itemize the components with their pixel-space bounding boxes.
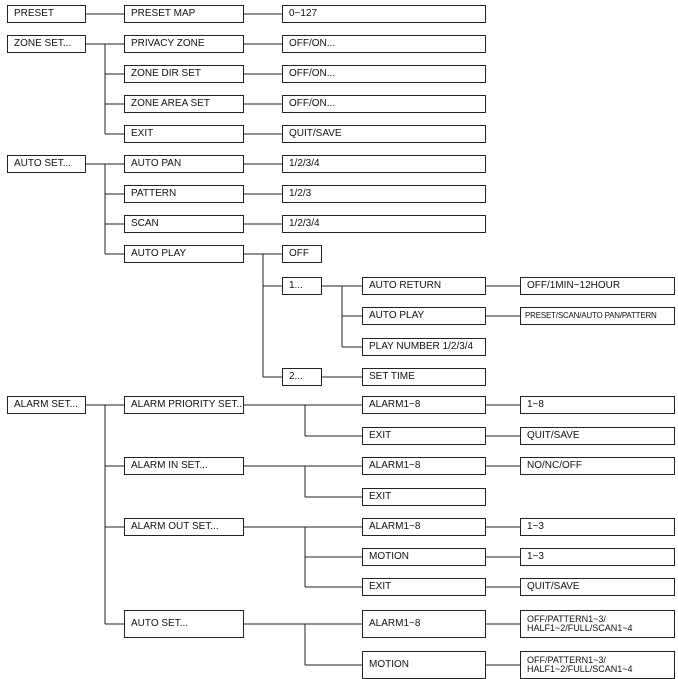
alarm-in-alarm-node: ALARM1~8 (362, 457, 486, 475)
preset-node: PRESET (7, 5, 86, 23)
alarm-out-motion-node: MOTION (362, 548, 486, 566)
preset-range-node: 0~127 (282, 5, 486, 23)
alarm-out-set-node: ALARM OUT SET... (124, 518, 244, 536)
scan-node: SCAN (124, 215, 244, 233)
pattern-value-node: 1/2/3 (282, 185, 486, 203)
zone-area-set-node: ZONE AREA SET (124, 95, 244, 113)
privacy-zone-node: PRIVACY ZONE (124, 35, 244, 53)
preset-map-node: PRESET MAP (124, 5, 244, 23)
auto-set-motion-value-line-1: OFF/PATTERN1~3/ (527, 654, 606, 665)
scan-value-node: 1/2/3/4 (282, 215, 486, 233)
auto-set-alarm-value-node: OFF/PATTERN1~3/ HALF1~2/FULL/SCAN1~4 (520, 610, 675, 638)
auto-set-motion-value-node: OFF/PATTERN1~3/ HALF1~2/FULL/SCAN1~4 (520, 651, 675, 679)
privacy-zone-value-node: OFF/ON... (282, 35, 486, 53)
alarm-priority-alarm-node: ALARM1~8 (362, 396, 486, 414)
auto-play-sub-value-node: PRESET/SCAN/AUTO PAN/PATTERN (520, 307, 675, 325)
alarm-in-exit-node: EXIT (362, 488, 486, 506)
play-number-node: PLAY NUMBER 1/2/3/4 (362, 338, 486, 356)
auto-set-node: AUTO SET... (7, 155, 86, 173)
alarm-set-node: ALARM SET... (7, 396, 86, 414)
pattern-node: PATTERN (124, 185, 244, 203)
auto-play-2-node: 2... (282, 368, 322, 386)
zone-dir-value-node: OFF/ON... (282, 65, 486, 83)
auto-return-value-node: OFF/1MIN~12HOUR (520, 277, 675, 295)
auto-play-sub-node: AUTO PLAY (362, 307, 486, 325)
alarm-out-motion-value-node: 1~3 (520, 548, 675, 566)
alarm-priority-exit-node: EXIT (362, 427, 486, 445)
auto-set-motion-node: MOTION (362, 651, 486, 679)
alarm-auto-set-node: AUTO SET... (124, 610, 244, 638)
set-time-node: SET TIME (362, 368, 486, 386)
auto-play-1-node: 1... (282, 277, 322, 295)
alarm-in-set-node: ALARM IN SET... (124, 457, 244, 475)
alarm-out-value-node: 1~3 (520, 518, 675, 536)
alarm-in-value-node: NO/NC/OFF (520, 457, 675, 475)
auto-set-alarm-node: ALARM1~8 (362, 610, 486, 638)
auto-play-off-node: OFF (282, 245, 322, 263)
alarm-out-alarm-node: ALARM1~8 (362, 518, 486, 536)
auto-return-node: AUTO RETURN (362, 277, 486, 295)
auto-set-alarm-value-line-2: HALF1~2/FULL/SCAN1~4 (527, 623, 633, 633)
auto-pan-value-node: 1/2/3/4 (282, 155, 486, 173)
zone-dir-set-node: ZONE DIR SET (124, 65, 244, 83)
auto-set-alarm-value-line-1: OFF/PATTERN1~3/ (527, 613, 606, 624)
alarm-priority-set-node: ALARM PRIORITY SET... (124, 396, 244, 414)
auto-play-node: AUTO PLAY (124, 245, 244, 263)
alarm-out-exit-node: EXIT (362, 578, 486, 596)
zone-exit-value-node: QUIT/SAVE (282, 125, 486, 143)
alarm-priority-exit-value-node: QUIT/SAVE (520, 427, 675, 445)
alarm-out-exit-value-node: QUIT/SAVE (520, 578, 675, 596)
auto-pan-node: AUTO PAN (124, 155, 244, 173)
zone-area-value-node: OFF/ON... (282, 95, 486, 113)
auto-set-motion-value-line-2: HALF1~2/FULL/SCAN1~4 (527, 664, 633, 674)
alarm-priority-value-node: 1~8 (520, 396, 675, 414)
zone-exit-node: EXIT (124, 125, 244, 143)
zone-set-node: ZONE SET... (7, 35, 86, 53)
